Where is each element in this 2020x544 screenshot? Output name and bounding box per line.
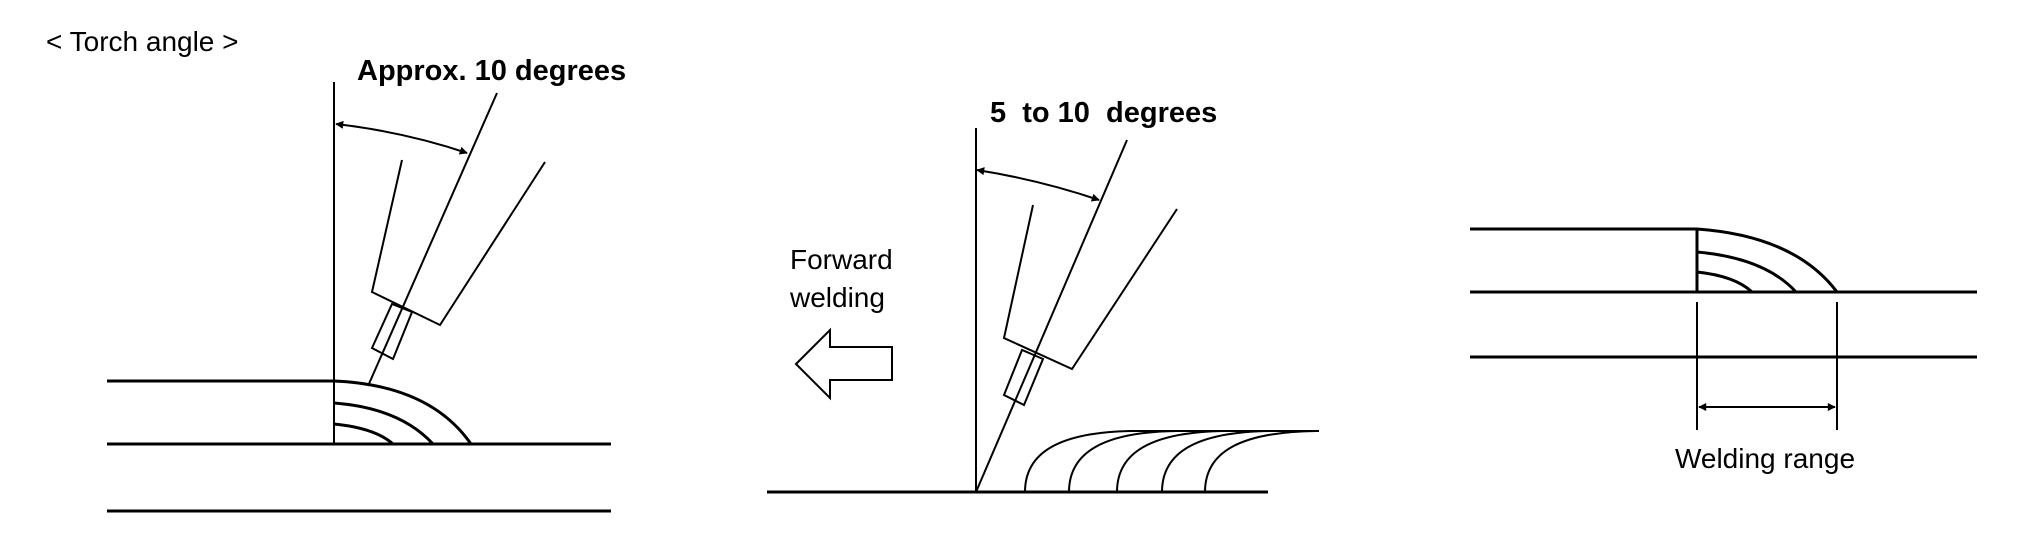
angle-arc-arrow [976, 167, 1100, 202]
torch-contact-tip [370, 302, 414, 361]
angle-label-5-to-10: 5 to 10 degrees [990, 97, 1217, 129]
weld-ripple-1 [1024, 430, 1134, 493]
left-arrow-icon [794, 327, 893, 401]
torch-axis-line [367, 92, 498, 387]
direction-label-line2: welding [789, 282, 885, 313]
section-title: < Torch angle > [46, 26, 239, 57]
torch-nozzle-outline [1002, 204, 1178, 371]
weld-bead-arc-inner [1696, 270, 1754, 294]
torch-nozzle-outline [370, 159, 546, 327]
panel-vertical-torch: Approx. 10 degrees [107, 55, 626, 513]
weld-ripple-3 [1116, 430, 1226, 493]
panel-forward-welding: 5 to 10 degrees Forward welding [767, 97, 1319, 494]
welding-range-label: Welding range [1675, 443, 1855, 474]
weld-bead-arc-inner [333, 422, 394, 446]
weld-bead-arc-middle [333, 401, 435, 446]
weld-ripple-4 [1161, 430, 1271, 493]
angle-arc-arrow [335, 120, 468, 155]
torch-contact-tip [1002, 348, 1045, 407]
weld-bead-arc-outer [1696, 227, 1839, 293]
torch-axis-line [975, 139, 1128, 493]
weld-bead-arc-outer [333, 379, 473, 445]
panel-welding-range: Welding range [1470, 227, 1977, 474]
weld-bead-arc-middle [1696, 250, 1798, 294]
weld-ripple-5 [1204, 430, 1317, 493]
direction-label-line1: Forward [790, 244, 893, 275]
weld-ripple-2 [1068, 430, 1178, 493]
angle-label-approx-10: Approx. 10 degrees [357, 55, 626, 87]
